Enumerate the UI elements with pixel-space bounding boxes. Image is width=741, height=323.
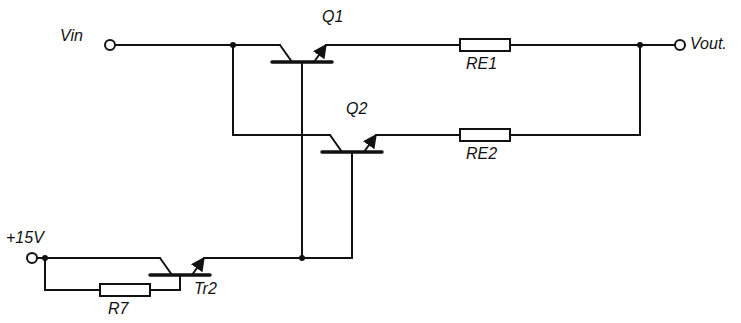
transistor-symbol [322,135,382,152]
wire [45,258,100,290]
transistor-symbol [150,258,210,275]
junction-dot [299,255,305,261]
wire [510,44,675,46]
signal-name: Vout. [690,35,727,53]
wire [639,45,641,135]
input-terminal [105,40,115,50]
part-name: RE2 [466,145,497,163]
wire [232,45,234,135]
junction-dot [42,255,48,261]
part-name: R7 [108,300,128,318]
wire [301,62,303,258]
output-terminal [675,40,685,50]
part-name: Q1 [322,8,343,26]
wire [233,134,330,136]
transistor-symbol [272,45,332,62]
supply-label: +15V [6,229,44,247]
resistor-symbol [460,129,510,141]
wire [351,152,353,258]
wire [150,275,180,290]
signal-name: Vin [60,27,83,45]
supply-terminal [27,253,37,263]
wire [376,134,460,136]
wire [510,134,640,136]
wire [204,257,352,259]
wire [37,257,160,259]
resistor-symbol [100,284,150,296]
resistor-symbol [460,39,510,51]
part-name: Tr2 [194,280,217,298]
wire [115,44,280,46]
junction-dot [230,42,236,48]
wire [326,44,460,46]
junction-dot [637,42,643,48]
part-name: RE1 [466,55,497,73]
part-name: Q2 [346,100,367,118]
